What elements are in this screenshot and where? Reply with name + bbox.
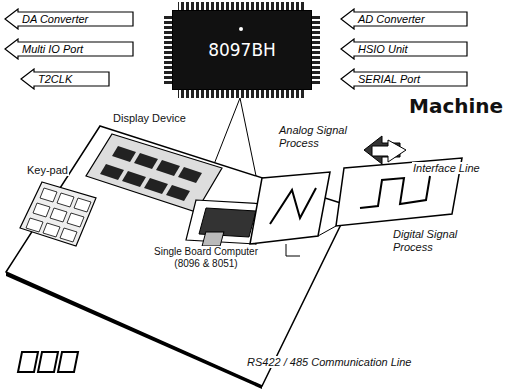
caption-label: Display Device	[112, 112, 187, 124]
circuit-board	[6, 126, 350, 386]
key-pad	[20, 182, 96, 246]
chip-name: 8097BH	[208, 40, 276, 60]
caption-label: Analog Signal Process	[278, 124, 360, 149]
port-name: HSIO Unit	[358, 43, 408, 55]
caption-label: Interface Line	[412, 162, 481, 174]
node-outline	[341, 69, 467, 89]
board-edge	[6, 272, 262, 389]
port-arrow: SERIAL Port	[340, 68, 468, 90]
caption-label: Single Board Computer (8096 & 8051)	[150, 246, 262, 269]
display-digits	[100, 146, 202, 201]
digital-wave	[360, 176, 430, 208]
analog-wave	[270, 188, 316, 224]
caption-label: Key-pad	[26, 164, 69, 176]
port-name: T2CLK	[38, 73, 72, 85]
chip-pins	[178, 2, 306, 10]
node-outline	[21, 69, 109, 89]
caption-label: Machine	[408, 94, 504, 118]
chip-body: 8097BH	[172, 10, 312, 90]
port-name: Multi IO Port	[22, 43, 83, 55]
node-outline	[5, 9, 133, 29]
company-logo	[18, 352, 78, 372]
caption-label: RS422 / 485 Communication Line	[246, 356, 412, 368]
pin1-dot	[239, 27, 243, 31]
node-outline	[5, 39, 133, 59]
node-outline	[341, 39, 467, 59]
port-name: DA Converter	[22, 13, 88, 25]
chip-pins	[164, 14, 172, 86]
port-name: AD Converter	[358, 13, 425, 25]
analog-board	[250, 172, 330, 244]
port-arrow: HSIO Unit	[340, 38, 468, 60]
port-name: SERIAL Port	[358, 73, 420, 85]
signal-wire	[286, 226, 336, 256]
port-arrow: AD Converter	[340, 8, 468, 30]
keys	[26, 188, 91, 242]
caption-label: Digital Signal Process	[392, 228, 474, 253]
interface-arrows	[364, 136, 406, 164]
port-arrow: DA Converter	[4, 8, 134, 30]
node-outline	[341, 9, 467, 29]
port-arrow: Multi IO Port	[4, 38, 134, 60]
connector	[202, 232, 224, 246]
chip-pins	[178, 90, 306, 98]
port-arrow: T2CLK	[20, 68, 110, 90]
chip-pins	[312, 14, 320, 86]
